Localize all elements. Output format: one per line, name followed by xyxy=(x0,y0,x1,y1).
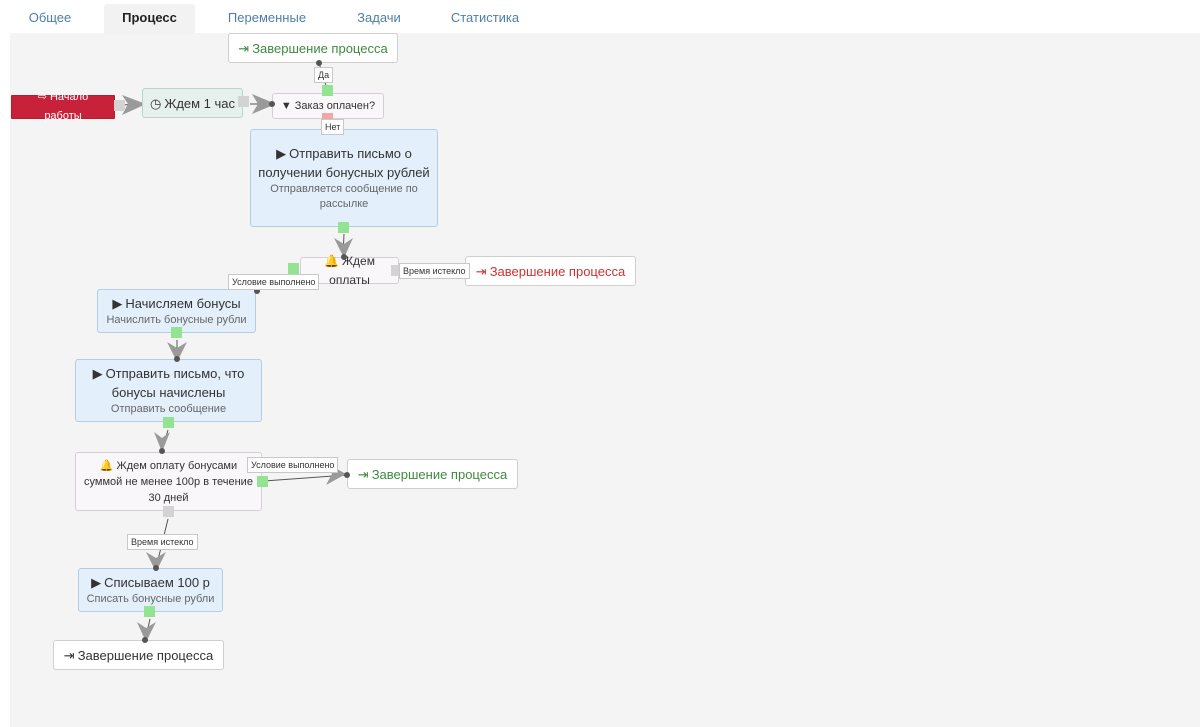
end-process-top[interactable]: ⇥Завершение процесса xyxy=(228,33,398,63)
play-icon: ▶ xyxy=(91,575,102,590)
bell-icon: 🔔 xyxy=(324,253,339,268)
sign-in-icon: ⇨ xyxy=(37,91,47,103)
mail2-out-port[interactable] xyxy=(163,417,174,428)
end-process-timeout-node[interactable]: ⇥Завершение процесса xyxy=(465,256,636,286)
wait-bonus-payment-node[interactable]: 🔔Ждем оплату бонусами суммой не менее 10… xyxy=(75,452,262,511)
start-node[interactable]: ⇨Начало работы xyxy=(11,91,115,122)
accrue-out-port[interactable] xyxy=(171,327,182,338)
start-out-port[interactable] xyxy=(114,100,125,111)
play-icon: ▶ xyxy=(112,296,123,311)
connector-dot xyxy=(142,637,148,643)
bell-icon: 🔔 xyxy=(99,459,114,472)
edge-label-time-expired: Время истекло xyxy=(399,263,470,279)
accrue-bonus-node[interactable]: ▶Начисляем бонусы Начислить бонусные руб… xyxy=(97,289,256,333)
connector-dot xyxy=(341,254,347,260)
cond-no-port[interactable] xyxy=(322,113,333,124)
end-process-bottom-node[interactable]: ⇥Завершение процесса xyxy=(53,640,224,670)
waitbonus-timeout-port[interactable] xyxy=(163,506,174,517)
filter-icon: ▼ xyxy=(280,99,292,112)
tab-tasks[interactable]: Задачи xyxy=(357,10,401,25)
play-icon: ▶ xyxy=(92,366,103,381)
wait-condition-port[interactable] xyxy=(288,263,299,274)
wait-hour-out-port[interactable] xyxy=(238,96,249,107)
mail-out-port[interactable] xyxy=(338,222,349,233)
writeoff-out-port[interactable] xyxy=(144,606,155,617)
connector-dot xyxy=(153,565,159,571)
tab-general[interactable]: Общее xyxy=(28,10,72,25)
sign-out-icon: ⇥ xyxy=(63,647,75,663)
clock-icon: ◷ xyxy=(149,95,162,111)
node-subtitle: Отправить сообщение xyxy=(110,403,227,415)
tab-statistics[interactable]: Статистика xyxy=(450,10,520,25)
edge-label-condition-met: Условие выполнено xyxy=(228,274,320,290)
connector-dot xyxy=(174,356,180,362)
edge-label-yes: Да xyxy=(314,67,334,83)
wait-timeout-port[interactable] xyxy=(391,265,402,276)
end-process-condition-node[interactable]: ⇥Завершение процесса xyxy=(347,459,518,489)
sign-out-icon: ⇥ xyxy=(357,466,369,482)
connector-dot xyxy=(344,472,350,478)
connector-dot xyxy=(316,60,322,66)
node-subtitle: Начислить бонусные рубли xyxy=(106,314,247,326)
node-subtitle: Отправляется сообщение по рассылке xyxy=(270,183,418,210)
sign-out-icon: ⇥ xyxy=(475,263,487,279)
play-icon: ▶ xyxy=(276,146,287,161)
connector-dot xyxy=(159,448,165,454)
tab-process[interactable]: Процесс xyxy=(104,4,195,33)
edge-label-time-expired: Время истекло xyxy=(127,534,198,550)
connector-dot xyxy=(269,101,275,107)
waitbonus-condition-port[interactable] xyxy=(257,476,268,487)
wait-hour-node[interactable]: ◷Ждем 1 час xyxy=(142,88,243,118)
tab-variables[interactable]: Переменные xyxy=(227,10,307,25)
connector-dot xyxy=(254,288,260,294)
cond-yes-port[interactable] xyxy=(322,85,333,96)
send-accrued-mail-node[interactable]: ▶Отправить письмо, что бонусы начислены … xyxy=(75,359,262,422)
send-bonus-mail-node[interactable]: ▶Отправить письмо о получении бонусных р… xyxy=(250,129,438,227)
tab-bar: Общее Процесс Переменные Задачи Статисти… xyxy=(0,0,1200,33)
sign-out-icon: ⇥ xyxy=(238,40,250,56)
edge-label-condition-met: Условие выполнено xyxy=(247,457,339,473)
edge-label-no: Нет xyxy=(321,119,345,135)
node-subtitle: Списать бонусные рубли xyxy=(86,593,215,605)
